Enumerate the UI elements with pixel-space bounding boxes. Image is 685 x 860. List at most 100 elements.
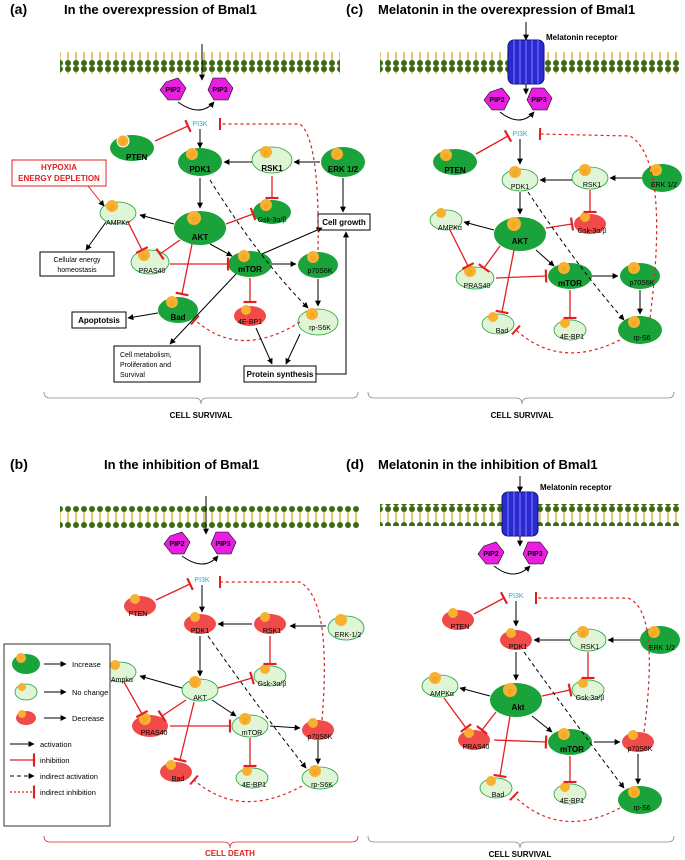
panel-b-outcome: CELL DEATH [205,849,255,858]
svg-text:PIP3: PIP3 [531,97,546,104]
svg-text:PIP2: PIP2 [169,541,184,548]
svg-text:p: p [654,168,658,175]
svg-text:p: p [444,153,448,160]
4ebp1-node: 4E-BP1 [234,305,266,326]
svg-text:RSK1: RSK1 [581,644,599,651]
panel-b-letter: (b) [10,456,28,472]
svg-text:Gsk-3α/β: Gsk-3α/β [576,695,605,702]
legend-activation: activation [40,740,72,749]
legend: Increase No change Decrease activation i… [3,643,111,827]
svg-text:PTEN: PTEN [129,611,148,618]
p70s6k-node-d: p70S6K [622,730,654,753]
pip2-node-d: PIP2 [477,541,505,565]
melatonin-receptor-label: Melatonin receptor [546,33,618,42]
svg-text:PDK1: PDK1 [189,165,211,174]
svg-text:p: p [193,680,197,687]
svg-text:AMPKα: AMPKα [430,691,454,698]
pten-node-d: PTEN [442,608,474,631]
svg-text:p: p [170,300,174,307]
svg-text:Proliferation and: Proliferation and [120,362,171,369]
legend-indirect-inhibition: indirect inhibition [40,788,96,797]
pip3-node-b: PIP3 [210,531,237,555]
svg-text:p70S6K: p70S6K [630,280,655,287]
svg-text:PTEN: PTEN [126,153,148,162]
svg-text:p: p [335,152,339,159]
rsk1-node-b: RSK1 [254,612,286,635]
svg-text:AMPKα: AMPKα [438,225,462,232]
svg-text:p: p [562,732,566,739]
svg-text:mTOR: mTOR [560,745,584,754]
panel-a: (a) In the overexpression of Bmal1 PIP2 … [10,1,371,420]
pip3-node-d: PIP3 [522,541,549,565]
svg-text:RSK1: RSK1 [261,164,283,173]
pip3-node-c: PIP3 [526,87,553,111]
legend-inhibition: inhibition [40,756,70,765]
legend-indirect-activation: indirect activation [40,772,98,781]
svg-text:PTEN: PTEN [451,624,470,631]
svg-text:ERK 1/2: ERK 1/2 [649,645,675,652]
melatonin-receptor-icon-d [501,491,539,537]
svg-text:Bad: Bad [496,328,509,335]
svg-text:p: p [243,717,247,724]
svg-text:p: p [632,266,636,273]
panel-d-outcome: CELL SURVIVAL [489,850,552,859]
panel-a-letter: (a) [10,1,27,17]
svg-text:Gsk-3α/β: Gsk-3α/β [258,681,287,688]
rps6-node-d: p rp-S6 [618,786,662,814]
svg-text:rp-S6K: rp-S6K [309,325,331,332]
svg-text:Bad: Bad [172,776,185,783]
svg-text:ENERGY DEPLETION: ENERGY DEPLETION [18,174,100,183]
svg-text:PDK1: PDK1 [509,644,527,651]
pdk1-node-b: PDK1 [184,612,216,635]
svg-text:p70S6K: p70S6K [308,734,333,741]
svg-text:Apoptotsis: Apoptotsis [78,316,120,325]
svg-text:AKT: AKT [193,695,207,702]
svg-text:p: p [583,168,587,175]
legend-nochange: No change [72,688,108,697]
svg-text:PIP2: PIP2 [483,551,498,558]
svg-text:PI3K: PI3K [512,131,528,138]
mtor-node-d: p mTOR [548,728,592,755]
legend-decrease: Decrease [72,714,104,723]
svg-text:rp-S6: rp-S6 [633,335,650,342]
panel-c: (c) Melatonin in the overexpression of B… [346,1,682,420]
svg-text:p: p [110,204,114,211]
svg-text:ERK 1/2: ERK 1/2 [328,165,359,174]
svg-text:p: p [190,152,194,159]
pip2-node-c: PIP2 [483,87,511,111]
gsk-node-d: Gsk-3α/β [571,678,605,702]
svg-text:Cellular energy: Cellular energy [53,257,101,264]
pras40-node-d: PRAS40 [458,728,490,751]
svg-text:Protein synthesis: Protein synthesis [247,370,314,379]
svg-text:PIP3: PIP3 [527,551,542,558]
svg-text:rp-S6: rp-S6 [633,805,650,812]
metabolism-box: Cell metabolism,Proliferation andSurviva… [113,345,201,383]
svg-text:RSK1: RSK1 [263,628,281,635]
svg-text:p: p [632,790,636,797]
protein-synthesis-box: Protein synthesis [243,365,317,383]
gsk-node-b: Gsk-3α/β [253,664,287,688]
svg-text:4E-BP1: 4E-BP1 [238,319,262,326]
panel-c-letter: (c) [346,1,363,17]
pi3k-label: PI3K [192,121,208,128]
svg-text:p: p [242,254,246,261]
svg-text:p: p [581,630,585,637]
svg-text:p: p [264,150,268,157]
